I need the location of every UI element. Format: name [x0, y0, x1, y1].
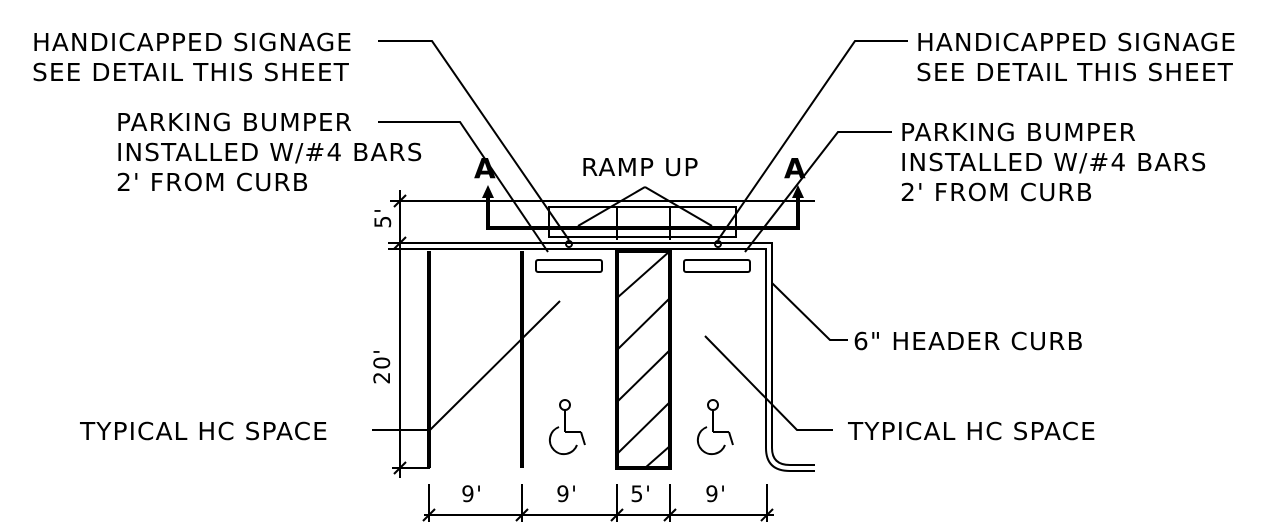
dim-label-width-2: 9': [556, 483, 578, 508]
section-arrow-right: [792, 185, 804, 198]
dim-tick: [663, 508, 677, 522]
dim-label-sidewalk: 5': [372, 207, 397, 229]
leader-bumper-right: [744, 131, 892, 253]
curb-right-inner: [762, 248, 815, 472]
signage-right-line1: HANDICAPPED SIGNAGE: [916, 28, 1237, 57]
leader-bumper-left: [378, 121, 549, 253]
dim-tick: [760, 508, 774, 522]
dim-tick: [610, 508, 624, 522]
bumper-right-line1: PARKING BUMPER: [900, 118, 1137, 147]
sign-post-right: [714, 240, 722, 248]
signage-left-line1: HANDICAPPED SIGNAGE: [32, 28, 353, 57]
dim-label-depth: 20': [371, 348, 396, 385]
bumper-right-line3: 2' FROM CURB: [900, 178, 1094, 207]
curb-right-outer: [768, 242, 815, 466]
leader-signage-left: [378, 40, 570, 241]
signage-left-line2: SEE DETAIL THIS SHEET: [32, 58, 350, 87]
hatch-line: [616, 297, 671, 351]
leader-signage-right: [717, 40, 908, 241]
parking-bumper-left: [535, 259, 603, 273]
header-curb-label: 6" HEADER CURB: [853, 327, 1085, 356]
ramp-outline: [548, 206, 737, 238]
wheelchair-icon: [696, 399, 734, 456]
leader-ramp-left: [577, 186, 646, 227]
leader-hc-space-left: [372, 300, 561, 431]
bumper-right-line2: INSTALLED W/#4 BARS: [900, 148, 1208, 177]
hc-space-left-label: TYPICAL HC SPACE: [79, 417, 329, 446]
hatch-line: [644, 445, 671, 469]
bumper-left-line2: INSTALLED W/#4 BARS: [116, 138, 424, 167]
hatch-line: [616, 349, 671, 403]
dim-tick: [393, 194, 407, 208]
dim-label-width-3: 9': [705, 483, 727, 508]
signage-right-line2: SEE DETAIL THIS SHEET: [916, 58, 1234, 87]
section-cut-line: [486, 196, 800, 230]
hatch-line: [616, 250, 671, 299]
leader-hc-space-right: [704, 335, 833, 431]
dim-tick: [515, 508, 529, 522]
leader-ramp-right: [644, 186, 713, 227]
sign-post-left: [565, 240, 573, 248]
section-marker-left: A: [474, 152, 497, 185]
ramp-label: RAMP UP: [581, 153, 699, 182]
dim-label-aisle: 5': [630, 483, 652, 508]
dim-tick: [422, 508, 436, 522]
hc-space-right-label: TYPICAL HC SPACE: [847, 417, 1097, 446]
aisle-hatch-box: [615, 249, 672, 470]
dim-label-width-1: 9': [461, 483, 483, 508]
bumper-left-line1: PARKING BUMPER: [116, 108, 353, 137]
parking-bumper-right: [683, 259, 751, 273]
leader-header-curb: [771, 282, 848, 341]
bumper-left-line3: 2' FROM CURB: [116, 168, 310, 197]
section-arrow-left: [482, 185, 494, 198]
hatch-line: [616, 401, 671, 455]
wheelchair-icon: [548, 399, 586, 456]
section-marker-right: A: [784, 152, 807, 185]
